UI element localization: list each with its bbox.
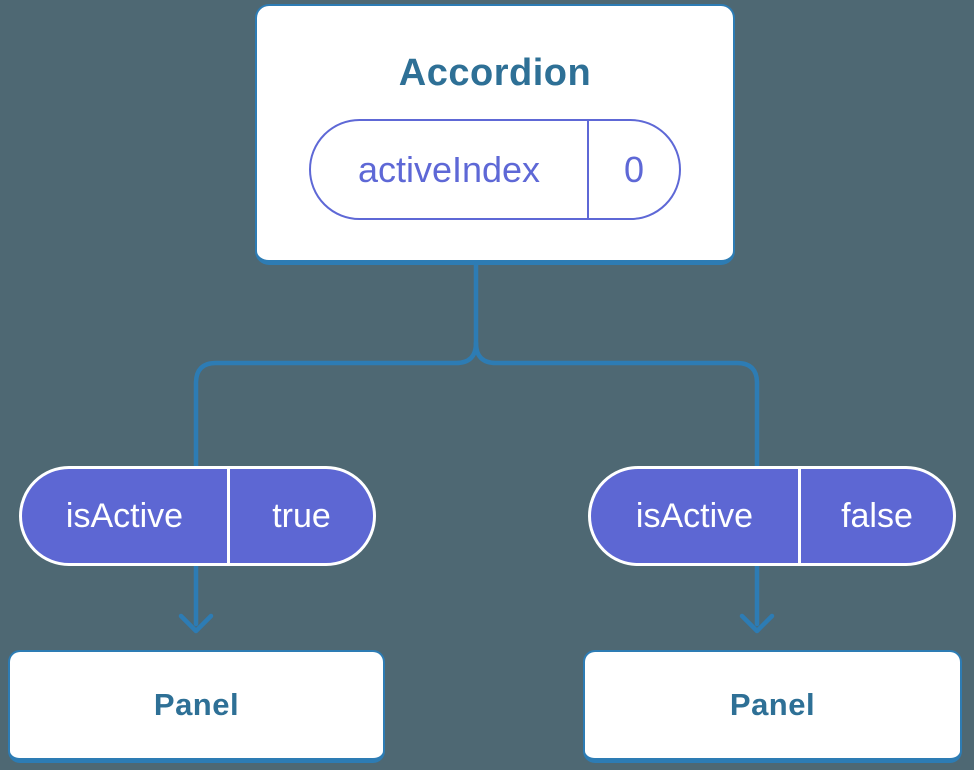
accordion-component-box: Accordion activeIndex 0 — [255, 4, 735, 265]
prop-pill-value: true — [227, 469, 373, 563]
state-pill: activeIndex 0 — [309, 119, 681, 220]
panel-box-left: Panel — [8, 650, 385, 763]
right-arrow-down-icon — [739, 613, 775, 634]
prop-pill-name: isActive — [65, 496, 184, 535]
left-arrow-down-icon — [178, 613, 214, 634]
prop-pill-is-active-false: isActive false — [588, 466, 956, 566]
left-branch-line — [193, 340, 479, 627]
prop-pill-value: false — [798, 469, 953, 563]
state-pill-name: activeIndex — [357, 148, 541, 190]
right-branch-line — [473, 340, 760, 627]
panel-box-right: Panel — [583, 650, 962, 763]
prop-pill-is-active-true: isActive true — [19, 466, 376, 566]
prop-pill-name: isActive — [635, 496, 754, 535]
state-pill-value: 0 — [587, 121, 679, 218]
component-title: Accordion — [398, 52, 592, 94]
